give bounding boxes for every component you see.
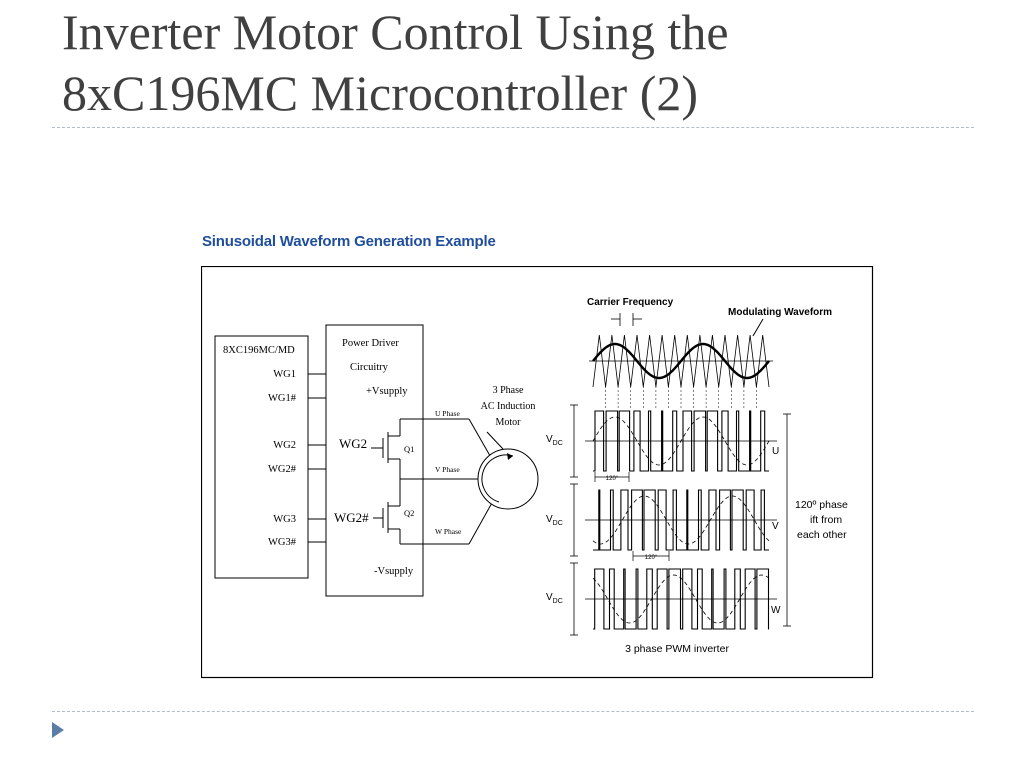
inverter-diagram: 8XC196MC/MD WG1 WG1# WG2 WG2# WG3 WG3# P… xyxy=(201,266,874,679)
figure-caption: Sinusoidal Waveform Generation Example xyxy=(202,233,496,250)
mcu-pin-wg1n: WG1# xyxy=(268,393,297,404)
pwm-trace-v xyxy=(593,489,769,551)
driver-vminus: -Vsupply xyxy=(374,566,414,577)
phase-shift-label-uv: 120° xyxy=(606,476,619,482)
slide-title-line-2: 8xC196MC Microcontroller (2) xyxy=(62,65,699,121)
phase-note-1: 120º phase xyxy=(795,499,848,511)
phase-sine-reference-u xyxy=(592,416,770,466)
footer-divider xyxy=(52,711,974,712)
u-phase-label: U Phase xyxy=(435,409,460,418)
phase-note-2: ift from xyxy=(810,514,842,526)
motor-label-1: 3 Phase xyxy=(493,385,524,396)
pwm-inverter-caption: 3 phase PWM inverter xyxy=(625,643,729,655)
transistor-q1: Q1 xyxy=(404,444,414,454)
phase-shift-label-vw: 120° xyxy=(645,555,658,561)
driver-box xyxy=(325,324,424,597)
transistor-q2: Q2 xyxy=(404,508,414,518)
pwm-trace-u xyxy=(593,410,769,472)
gate-wg2: WG2 xyxy=(339,436,367,451)
pin-wires xyxy=(308,373,326,543)
motor: 3 Phase AC Induction Motor U Phase V Pha… xyxy=(435,385,539,536)
bullet-arrow-icon xyxy=(52,722,64,738)
mcu-box xyxy=(214,335,309,579)
title-divider xyxy=(52,127,974,128)
phase-sine-reference-v xyxy=(592,495,770,545)
vdc-w: VDC xyxy=(546,592,563,605)
motor-circle xyxy=(477,448,539,510)
driver-block: Power Driver Circuitry +Vsupply -Vsupply… xyxy=(325,324,424,597)
rotation-arrow xyxy=(481,454,514,503)
pwm-trace-w xyxy=(593,568,770,630)
vdc-v: VDC xyxy=(546,514,563,527)
vdc-u: VDC xyxy=(546,434,563,447)
mcu-pin-wg2: WG2 xyxy=(273,440,296,451)
phase-w-label: W xyxy=(771,605,781,616)
v-phase-label: V Phase xyxy=(435,465,460,474)
phase-v-label: V xyxy=(772,521,779,532)
w-phase-label: W Phase xyxy=(435,527,462,536)
transistor-circuit xyxy=(371,418,494,545)
motor-label-2: AC Induction xyxy=(481,401,536,412)
mcu-label: 8XC196MC/MD xyxy=(223,345,295,356)
motor-label-3: Motor xyxy=(496,417,522,428)
mcu-pin-wg3: WG3 xyxy=(273,514,296,525)
mcu-block: 8XC196MC/MD WG1 WG1# WG2 WG2# WG3 WG3# xyxy=(214,335,309,579)
mcu-pin-wg3n: WG3# xyxy=(268,537,297,548)
slide-title: Inverter Motor Control Using the 8xC196M… xyxy=(62,2,1002,124)
slide-title-line-1: Inverter Motor Control Using the xyxy=(62,4,729,60)
mcu-pin-wg1: WG1 xyxy=(273,369,296,380)
driver-vplus: +Vsupply xyxy=(366,386,408,397)
gate-wg2n: WG2# xyxy=(334,510,369,525)
phase-u-label: U xyxy=(772,446,779,457)
driver-title-2: Circuitry xyxy=(350,362,389,373)
waveform-plots xyxy=(570,313,791,636)
mcu-pin-wg2n: WG2# xyxy=(268,464,297,475)
carrier-frequency-label: Carrier Frequency xyxy=(587,297,674,308)
driver-title-1: Power Driver xyxy=(342,338,399,349)
waveform-labels: Carrier Frequency Modulating Waveform VD… xyxy=(546,297,848,655)
phase-note-3: each other xyxy=(797,529,847,541)
modulating-waveform-label: Modulating Waveform xyxy=(728,307,832,318)
